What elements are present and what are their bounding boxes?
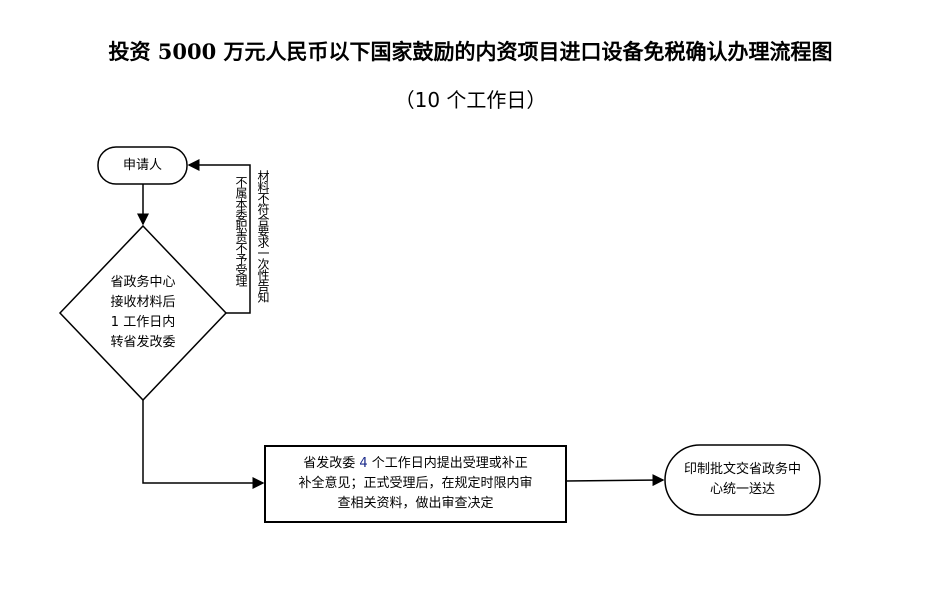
center-line: 转省发改委 [110, 335, 176, 350]
review-line: 省发改委 4 个工作日内提出受理或补正 [303, 454, 528, 474]
result-node: 印制批文交省政务中心统一送达 [683, 462, 801, 497]
review-line: 查相关资料，做出审查决定 [337, 496, 494, 511]
review-node: 省发改委 4 个工作日内提出受理或补正 补全意见；正式受理后，在规定时限内审 查… [267, 448, 564, 520]
result-shape [664, 444, 821, 516]
review-line: 补全意见；正式受理后，在规定时限内审 [298, 476, 533, 491]
center-line: 1 工作日内 [110, 315, 176, 330]
arrow-review-to-result [565, 474, 665, 487]
review-box-shape [264, 445, 567, 523]
center-line: 接收材料后 [110, 295, 176, 310]
feedback-not-in-scope: 不属本委职责不予受理 [234, 176, 248, 286]
page-title: 投资 5000 万元人民币以下国家鼓励的内资项目进口设备免税确认办理流程图 [108, 39, 833, 64]
center-line: 省政务中心 [110, 275, 176, 290]
review-rest: 个工作日内提出受理或补正 [367, 456, 528, 471]
center-node: 省政务中心 接收材料后 1 工作日内 转省发改委 [80, 270, 206, 356]
arrow-center-to-review [142, 400, 265, 489]
arrow-feedback [187, 159, 251, 314]
applicant-node: 申请人 [122, 157, 162, 173]
review-days: 4 [359, 456, 368, 471]
page-subtitle: （10 个工作日） [394, 88, 547, 112]
feedback-incomplete: 材料不符合要求一次性告知 [256, 170, 270, 302]
review-prefix: 省发改委 [303, 456, 360, 471]
